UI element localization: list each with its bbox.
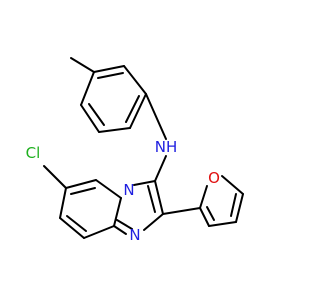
bond-tolyl-3-inner	[125, 95, 140, 123]
background	[0, 0, 300, 300]
chlorine-label: Cl	[26, 144, 41, 162]
bond-c6-c7	[59, 187, 67, 219]
bond-tolyl-4	[98, 127, 131, 133]
bond-nimine-c8a	[113, 225, 127, 235]
bond-c7-c8-inner	[66, 215, 87, 232]
bond-c6-cl	[43, 165, 67, 189]
bond-tolyl-2	[123, 65, 147, 95]
bond-tolyl-nh	[145, 93, 167, 140]
nh-label: NH	[155, 138, 178, 156]
bond-c5-c6	[65, 179, 97, 189]
bond-furan-o-c5	[221, 175, 244, 195]
bond-nbridge-c5	[95, 179, 122, 199]
molecule-structure: NH N N O Cl	[0, 0, 300, 300]
molecule-canvas: NH N N O Cl	[0, 0, 300, 300]
bond-c8a-nbridge	[113, 197, 122, 227]
bond-furan-c5-c4	[235, 193, 244, 223]
bond-nh-c3	[154, 155, 167, 182]
bond-c3-c2-inner	[147, 185, 156, 213]
bond-tolyl-5	[80, 104, 100, 133]
bond-tolyl-1	[93, 65, 125, 73]
bond-tolyl-6	[80, 71, 95, 106]
bond-c2-furan	[162, 207, 201, 215]
bond-tolyl-1-inner	[97, 72, 124, 79]
bond-tolyl-5-inner	[88, 103, 105, 126]
bond-c5-c6-inner	[70, 187, 96, 195]
bond-methyl	[70, 57, 95, 73]
bond-c3-c2	[154, 180, 164, 215]
furan-oxygen-label: O	[208, 169, 220, 187]
bond-furan-c3-c2	[199, 207, 210, 227]
bridge-nitrogen-label: N	[123, 181, 134, 199]
bond-furan-c2-o	[199, 185, 208, 209]
bond-c7-c8	[59, 217, 85, 239]
bond-c2-nimine	[143, 213, 164, 231]
bond-c3-nbridge	[133, 180, 156, 186]
bond-furan-c5-c4-inner	[230, 193, 237, 217]
bond-nimine-c8a-inner	[116, 219, 133, 230]
bond-furan-c4-c3	[208, 221, 237, 227]
bond-c8-c8a	[83, 225, 115, 239]
bond-tolyl-3	[129, 93, 147, 129]
bond-furan-c3-c2-inner	[206, 206, 215, 221]
imine-nitrogen-label: N	[129, 226, 140, 244]
